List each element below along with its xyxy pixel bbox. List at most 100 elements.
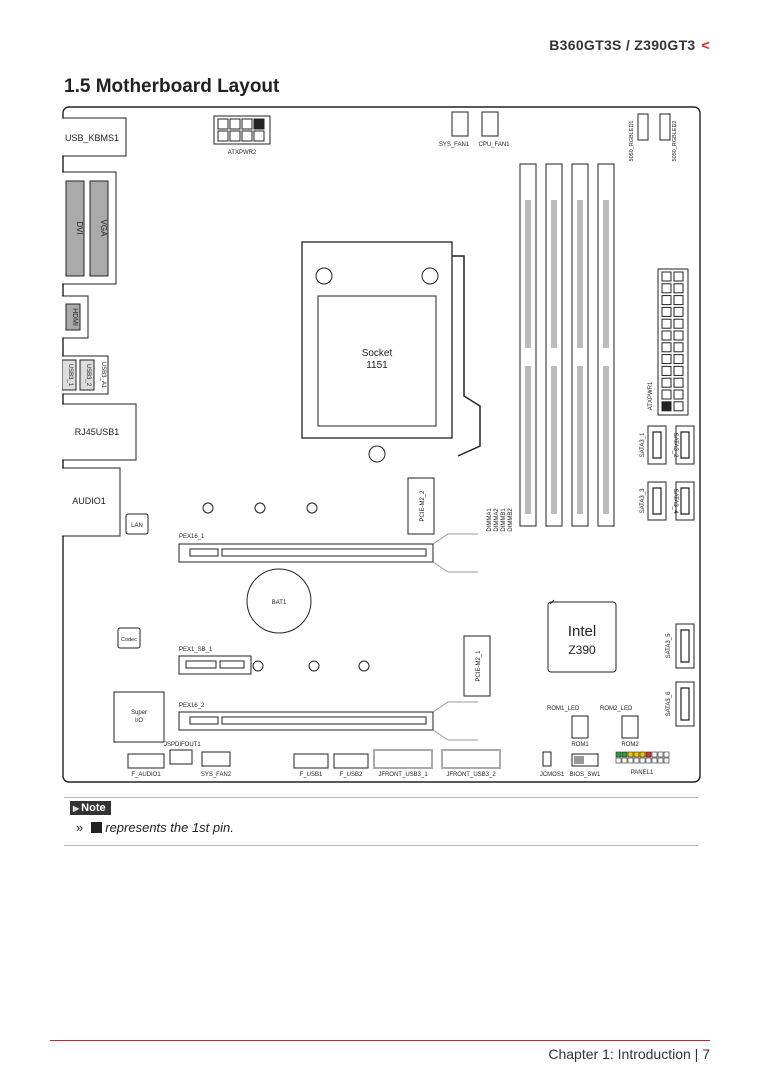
atx-pin [661,377,672,388]
panel-pin [663,751,670,758]
codec-chip [117,627,141,649]
pcie-m2-2-slot [407,477,435,535]
usb3-2-port [79,359,95,391]
panel-pin [633,757,640,764]
lan-label: LAN [131,523,143,529]
rj45-label: RJ45USB1 [75,427,120,437]
f-audio-label: F_AUDIO1 [131,772,161,778]
lan-chip [125,513,149,535]
atx-pin [661,354,672,365]
rgb1-label: 5050_RGBLED1 [629,121,635,162]
panel-header [615,751,670,764]
socket-screw-left [315,267,333,285]
chipset-brand: Intel [568,623,596,640]
atx-pin [673,318,684,329]
back-arrow-icon: < [701,37,710,53]
atx-pin [673,401,684,412]
vga-port [89,180,109,277]
panel-pin [645,757,652,764]
cmos-battery [246,568,312,634]
hdmi-label: HDMI [71,308,78,326]
panel-pin [645,751,652,758]
panel-pin [627,757,634,764]
usb3-2-label: USB3_2 [85,364,91,387]
note-line: » represents the 1st pin. [76,820,234,835]
audio-port [62,467,121,537]
socket-screw-right [421,267,439,285]
motherboard-svg: USB_KBMS1 DVI VGA HDMI USB3_1 USB3_2 USB… [62,106,701,783]
panel-pin [657,751,664,758]
rom2-led-label: ROM2_LED [600,706,633,712]
jcmos-jumper [542,751,552,767]
dimm-b1-label: DIMMB1 [501,508,507,532]
usb3-a-label: USB3_A1 [100,362,106,389]
dimm-a1-label: DIMMA1 [487,508,493,532]
atx-pin [661,306,672,317]
panel-pin [615,757,622,764]
panel-pin [615,751,622,758]
super-io-chip [113,691,165,743]
motherboard-diagram: USB_KBMS1 DVI VGA HDMI USB3_1 USB3_2 USB… [62,106,702,784]
vga-label: VGA [99,220,108,238]
pcie-m2-1-label: PCIE-M2_1 [476,650,482,682]
sata3-6-label: SATA3_6 [666,691,672,716]
panel-pin [639,757,646,764]
jfront2-label: JFRONT_USB3_2 [446,772,496,778]
dimm-b2-label: DIMMB2 [508,508,514,532]
note-bullet: » [76,820,84,835]
atx-pin [673,354,684,365]
rom1-label: ROM1 [571,742,589,748]
rom2-chip [621,715,639,739]
atx-pin [661,365,672,376]
atx-pin [661,401,672,412]
note-text: represents the 1st pin. [105,820,234,835]
rgb-led1-header [637,113,649,141]
first-pin-square-icon [91,822,103,833]
dvi-port [65,180,85,277]
super-io-label-2: I/O [135,718,143,724]
sata3-1-label: SATA3_1 [640,432,646,457]
atx-pin [673,389,684,400]
panel-pin [663,757,670,764]
dimm-a2-label: DIMMA2 [494,508,500,532]
usb3-1-port [62,359,77,391]
socket-number: 1151 [366,360,388,371]
socket-lever [452,255,481,457]
jfront-usb3-1-header [373,749,433,769]
atx-pin [673,377,684,388]
cpu-fan1-header [481,111,499,137]
sys-fan1-label: SYS_FAN1 [439,142,470,148]
atx-pin [661,295,672,306]
cpu-socket [317,295,437,427]
jfront-usb3-2-header [441,749,501,769]
atx-pin [661,283,672,294]
bios-sw-label: BIOS_SW1 [570,772,601,778]
f-usb2-label: F_USB2 [340,772,363,778]
panel-pin [621,751,628,758]
atx-pin [661,330,672,341]
chipset-model: Z390 [568,643,596,657]
f-usb2-header [333,753,369,769]
rj45-usb-port [62,403,137,461]
usb-kbms-port [62,117,127,157]
document-header: B360GT3S / Z390GT3< [549,37,710,53]
cpu-fan1-label: CPU_FAN1 [478,142,510,148]
atxpwr1-label: ATXPWR1 [648,381,654,410]
atx-pin [673,330,684,341]
pex1-sb-label: PEX1_SB_1 [179,647,213,653]
sys-fan1-header [451,111,469,137]
panel-pin [651,751,658,758]
pex16-2-label: PEX16_2 [179,703,205,709]
pex16-2-latch [432,701,478,741]
footer-text: Chapter 1: Introduction | 7 [548,1046,710,1062]
f-usb1-header [293,753,329,769]
f-usb1-label: F_USB1 [300,772,323,778]
usb-kbms-label: USB_KBMS1 [65,133,119,143]
socket-screw-bottom [368,445,386,463]
sys-fan2-label: SYS_FAN2 [201,772,232,778]
dvi-label: DVI [75,221,84,234]
audio-label: AUDIO1 [72,496,106,506]
panel-label: PANEL1 [631,770,654,776]
rom1-chip [571,715,589,739]
atx-pin [673,271,684,282]
